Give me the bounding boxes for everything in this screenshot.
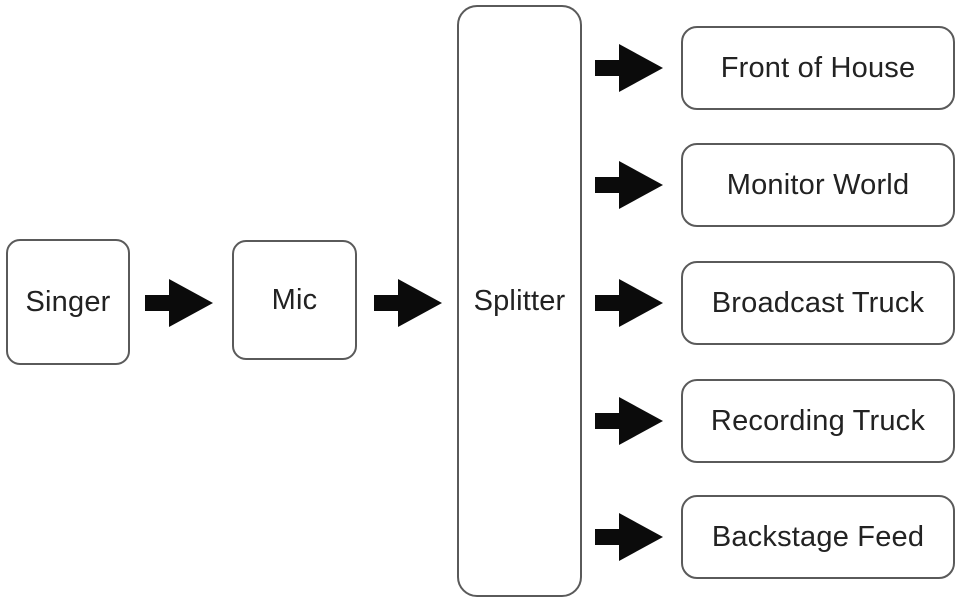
node-broadcast-truck: Broadcast Truck: [681, 261, 955, 345]
node-singer: Singer: [6, 239, 130, 365]
node-splitter: Splitter: [457, 5, 582, 597]
node-monitor-world-label: Monitor World: [726, 168, 910, 201]
node-recording-truck-label: Recording Truck: [710, 404, 926, 437]
arrow-right-icon: [595, 397, 663, 445]
arrow-right-icon: [595, 279, 663, 327]
arrow-right-icon: [145, 279, 213, 327]
arrow-right-icon: [374, 279, 442, 327]
node-splitter-label: Splitter: [473, 284, 566, 317]
node-front-of-house: Front of House: [681, 26, 955, 110]
node-backstage-feed-label: Backstage Feed: [711, 520, 925, 553]
node-mic-label: Mic: [271, 283, 318, 316]
node-singer-label: Singer: [25, 285, 111, 318]
node-front-of-house-label: Front of House: [720, 51, 916, 84]
node-recording-truck: Recording Truck: [681, 379, 955, 463]
arrow-right-icon: [595, 44, 663, 92]
node-mic: Mic: [232, 240, 357, 360]
arrow-right-icon: [595, 161, 663, 209]
arrow-right-icon: [595, 513, 663, 561]
node-monitor-world: Monitor World: [681, 143, 955, 227]
node-backstage-feed: Backstage Feed: [681, 495, 955, 579]
node-broadcast-truck-label: Broadcast Truck: [711, 286, 925, 319]
